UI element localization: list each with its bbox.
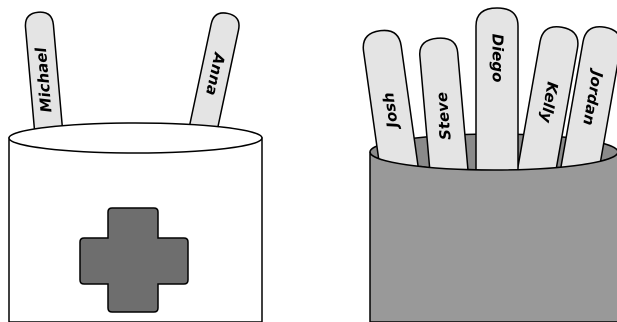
stick-anna: Anna	[184, 12, 240, 151]
stick-steve: Steve	[419, 37, 471, 192]
gray-cup-group: Josh Steve Kelly Jordan Diego	[362, 7, 617, 322]
cross-emblem	[79, 207, 189, 313]
stick-josh: Josh	[362, 29, 422, 188]
gray-cup-body	[369, 151, 617, 322]
white-cup-rim	[8, 122, 263, 154]
stick-label-steve: Steve	[433, 91, 455, 140]
stick-michael: Michael	[24, 11, 65, 150]
stick-diego: Diego	[475, 7, 519, 179]
stick-label-diego: Diego	[489, 34, 507, 83]
stick-label-michael: Michael	[32, 46, 56, 113]
stick-label-josh: Josh	[379, 91, 402, 132]
stick-kelly: Kelly	[515, 25, 579, 185]
stick-jordan: Jordan	[558, 25, 617, 185]
white-cup-group: Michael Anna	[8, 11, 263, 322]
